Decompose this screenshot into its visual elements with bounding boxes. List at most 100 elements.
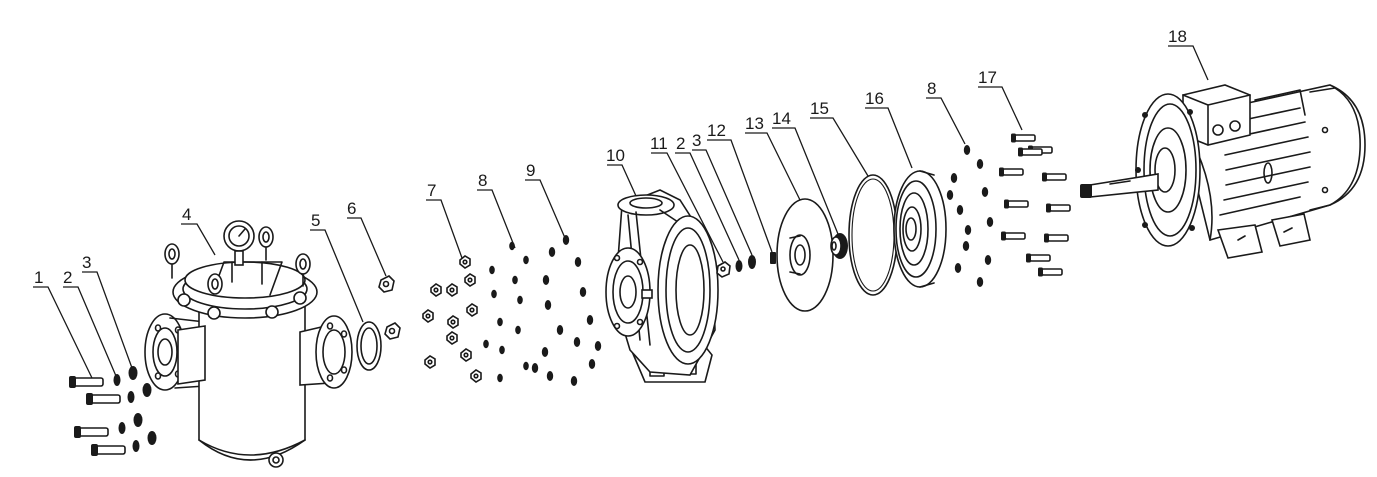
washer xyxy=(541,347,549,357)
label-10: 10 xyxy=(606,146,625,165)
part-11-nut xyxy=(716,261,731,278)
part-2-washers xyxy=(113,374,140,452)
washer xyxy=(544,300,552,310)
part-16-back-cover xyxy=(893,170,947,288)
washer xyxy=(531,363,539,373)
hex-nut xyxy=(447,315,459,329)
part-14-mechanical-seal xyxy=(830,233,848,259)
hex-nut xyxy=(464,273,476,287)
washer xyxy=(976,159,984,169)
washer xyxy=(984,255,992,265)
part-2-washer-right xyxy=(735,260,743,272)
washer xyxy=(956,205,964,215)
washer xyxy=(489,265,495,275)
washer xyxy=(976,277,984,287)
part-9-washers xyxy=(531,235,602,386)
washer xyxy=(573,337,581,347)
washer xyxy=(986,217,994,227)
part-18-electric-motor xyxy=(1080,84,1366,259)
washer xyxy=(548,247,556,257)
washer xyxy=(954,263,962,273)
washer xyxy=(542,275,550,285)
bolt xyxy=(1044,233,1069,243)
part-1-bolts xyxy=(69,376,126,456)
part-8-washers-left xyxy=(483,241,529,383)
bolt xyxy=(1038,267,1063,277)
label-18: 18 xyxy=(1168,27,1187,46)
washer xyxy=(491,289,497,299)
washer xyxy=(546,371,554,381)
part-12-key xyxy=(770,252,776,264)
washer xyxy=(579,287,587,297)
label-14: 14 xyxy=(772,109,791,128)
washer xyxy=(523,361,529,371)
washer xyxy=(981,187,989,197)
washer xyxy=(594,341,602,351)
label-8: 8 xyxy=(478,171,487,190)
part-5-o-ring xyxy=(356,321,382,371)
label-15: 15 xyxy=(810,99,829,118)
bolt xyxy=(1046,203,1071,213)
label-7: 7 xyxy=(427,181,436,200)
hex-nut xyxy=(446,331,458,345)
hex-nut xyxy=(459,255,471,269)
washer xyxy=(499,345,505,355)
washer xyxy=(517,295,523,305)
hex-nut xyxy=(424,355,436,369)
label-2: 2 xyxy=(63,268,72,287)
label-2-right: 2 xyxy=(676,134,685,153)
part-8-washers-right xyxy=(946,145,994,287)
label-1: 1 xyxy=(34,268,43,287)
washer xyxy=(950,173,958,183)
washer xyxy=(556,325,564,335)
leader-lines xyxy=(33,45,1209,379)
label-4: 4 xyxy=(182,205,191,224)
bolt xyxy=(1026,253,1051,263)
washer xyxy=(523,255,529,265)
hex-nut xyxy=(430,283,442,297)
label-12: 12 xyxy=(707,121,726,140)
label-9: 9 xyxy=(526,161,535,180)
bolt xyxy=(1001,231,1026,241)
label-3-right: 3 xyxy=(692,131,701,150)
hex-nut xyxy=(460,348,472,362)
label-6: 6 xyxy=(347,199,356,218)
part-6-nuts xyxy=(378,275,401,340)
washer xyxy=(586,315,594,325)
bolt xyxy=(1011,133,1036,143)
label-17: 17 xyxy=(978,68,997,87)
hex-nut xyxy=(470,369,482,383)
washer xyxy=(964,225,972,235)
hex-nut xyxy=(466,303,478,317)
part-3-washer-right xyxy=(748,255,756,269)
part-7-hex-nuts xyxy=(422,255,482,383)
label-8-right: 8 xyxy=(927,79,936,98)
bolt xyxy=(1042,172,1067,182)
bolt xyxy=(999,167,1024,177)
label-3: 3 xyxy=(82,253,91,272)
part-13-impeller xyxy=(776,198,834,312)
washer xyxy=(497,373,503,383)
washer xyxy=(512,275,518,285)
hex-nut xyxy=(446,283,458,297)
washer xyxy=(963,145,971,155)
part-17-bolts xyxy=(999,133,1071,277)
washer xyxy=(962,241,970,251)
label-13: 13 xyxy=(745,114,764,133)
part-3-washers xyxy=(128,366,157,445)
washer xyxy=(497,317,503,327)
part-4-strainer-housing xyxy=(144,220,353,468)
washer xyxy=(515,325,521,335)
bolt xyxy=(1018,147,1043,157)
hex-nut xyxy=(422,309,434,323)
bolt xyxy=(1004,199,1029,209)
washer xyxy=(483,339,489,349)
washer xyxy=(574,257,582,267)
label-16: 16 xyxy=(865,89,884,108)
label-5: 5 xyxy=(311,211,320,230)
part-10-pump-casing xyxy=(605,189,719,383)
washer xyxy=(570,376,578,386)
washer xyxy=(946,190,954,200)
